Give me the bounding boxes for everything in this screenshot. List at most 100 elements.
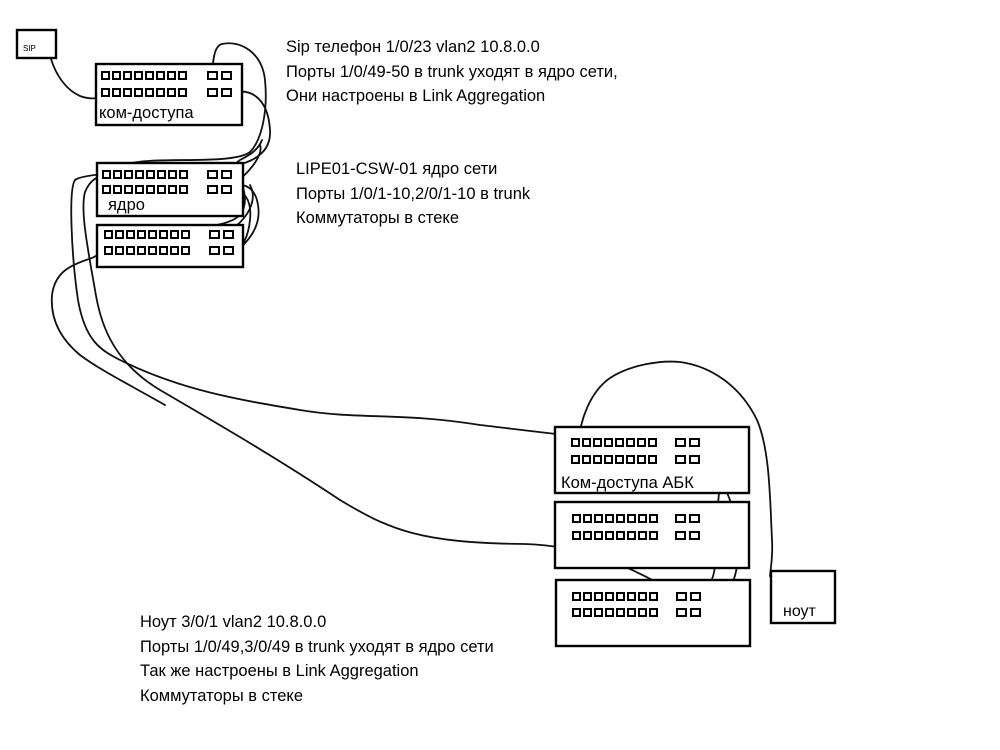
switch-port[interactable] <box>572 531 581 540</box>
switch-port[interactable] <box>167 88 176 97</box>
switch-port[interactable] <box>113 170 122 179</box>
switch-port[interactable] <box>145 71 154 80</box>
switch-port[interactable] <box>627 531 636 540</box>
uplink-port[interactable] <box>689 514 700 523</box>
switch-port[interactable] <box>604 455 613 464</box>
abk-access-switch-3[interactable] <box>554 578 752 648</box>
switch-port[interactable] <box>115 246 124 255</box>
switch-port[interactable] <box>572 592 581 601</box>
uplink-port[interactable] <box>675 514 686 523</box>
switch-port[interactable] <box>137 230 146 239</box>
switch-port[interactable] <box>638 608 647 617</box>
switch-port[interactable] <box>101 88 110 97</box>
switch-port[interactable] <box>157 185 166 194</box>
switch-port[interactable] <box>616 608 625 617</box>
switch-port[interactable] <box>615 455 624 464</box>
uplink-port[interactable] <box>207 170 218 179</box>
switch-port[interactable] <box>648 455 657 464</box>
switch-port[interactable] <box>167 71 176 80</box>
abk-access-switch-2[interactable] <box>553 500 751 570</box>
switch-port[interactable] <box>126 246 135 255</box>
uplink-port[interactable] <box>676 592 687 601</box>
switch-port[interactable] <box>594 514 603 523</box>
switch-port[interactable] <box>146 170 155 179</box>
switch-port[interactable] <box>605 531 614 540</box>
switch-port[interactable] <box>135 185 144 194</box>
switch-port[interactable] <box>137 246 146 255</box>
switch-port[interactable] <box>572 514 581 523</box>
switch-port[interactable] <box>148 230 157 239</box>
laptop[interactable]: ноут <box>769 569 837 625</box>
core-switch-2[interactable] <box>95 223 245 269</box>
switch-port[interactable] <box>159 230 168 239</box>
switch-port[interactable] <box>113 185 122 194</box>
sip-phone[interactable]: SIP <box>15 28 58 60</box>
switch-port[interactable] <box>616 531 625 540</box>
uplink-port[interactable] <box>675 455 686 464</box>
switch-port[interactable] <box>146 185 155 194</box>
switch-port[interactable] <box>124 185 133 194</box>
switch-port[interactable] <box>156 88 165 97</box>
core-switch-1[interactable] <box>95 161 245 218</box>
switch-port[interactable] <box>134 71 143 80</box>
switch-port[interactable] <box>593 455 602 464</box>
switch-port[interactable] <box>637 438 646 447</box>
switch-port[interactable] <box>616 592 625 601</box>
switch-port[interactable] <box>124 170 133 179</box>
uplink-port[interactable] <box>221 170 232 179</box>
uplink-port[interactable] <box>675 438 686 447</box>
uplink-port[interactable] <box>676 608 687 617</box>
switch-port[interactable] <box>637 455 646 464</box>
switch-port[interactable] <box>571 438 580 447</box>
uplink-port[interactable] <box>207 185 218 194</box>
switch-port[interactable] <box>604 438 613 447</box>
switch-port[interactable] <box>638 592 647 601</box>
switch-port[interactable] <box>649 608 658 617</box>
uplink-port[interactable] <box>209 246 220 255</box>
uplink-port[interactable] <box>209 230 220 239</box>
switch-port[interactable] <box>102 185 111 194</box>
uplink-port[interactable] <box>689 531 700 540</box>
switch-port[interactable] <box>627 592 636 601</box>
switch-port[interactable] <box>126 230 135 239</box>
switch-port[interactable] <box>112 88 121 97</box>
uplink-port[interactable] <box>223 246 234 255</box>
switch-port[interactable] <box>627 514 636 523</box>
uplink-port[interactable] <box>221 185 232 194</box>
switch-port[interactable] <box>179 170 188 179</box>
switch-port[interactable] <box>583 592 592 601</box>
switch-port[interactable] <box>148 246 157 255</box>
switch-port[interactable] <box>649 592 658 601</box>
switch-port[interactable] <box>593 438 602 447</box>
switch-port[interactable] <box>170 246 179 255</box>
switch-port[interactable] <box>626 438 635 447</box>
switch-port[interactable] <box>583 531 592 540</box>
switch-port[interactable] <box>134 88 143 97</box>
uplink-port[interactable] <box>689 455 700 464</box>
uplink-port[interactable] <box>221 88 232 97</box>
switch-port[interactable] <box>159 246 168 255</box>
switch-port[interactable] <box>104 246 113 255</box>
switch-port[interactable] <box>572 608 581 617</box>
uplink-port[interactable] <box>690 592 701 601</box>
switch-port[interactable] <box>104 230 113 239</box>
switch-port[interactable] <box>178 88 187 97</box>
switch-port[interactable] <box>168 185 177 194</box>
switch-port[interactable] <box>102 170 111 179</box>
switch-port[interactable] <box>594 531 603 540</box>
switch-port[interactable] <box>583 514 592 523</box>
switch-port[interactable] <box>179 185 188 194</box>
switch-port[interactable] <box>181 230 190 239</box>
abk-access-switch-1[interactable] <box>553 425 751 495</box>
switch-port[interactable] <box>123 88 132 97</box>
switch-port[interactable] <box>123 71 132 80</box>
switch-port[interactable] <box>627 608 636 617</box>
switch-port[interactable] <box>145 88 154 97</box>
switch-port[interactable] <box>115 230 124 239</box>
switch-port[interactable] <box>638 514 647 523</box>
uplink-port[interactable] <box>207 71 218 80</box>
switch-port[interactable] <box>638 531 647 540</box>
switch-port[interactable] <box>605 608 614 617</box>
switch-port[interactable] <box>649 531 658 540</box>
switch-port[interactable] <box>648 438 657 447</box>
